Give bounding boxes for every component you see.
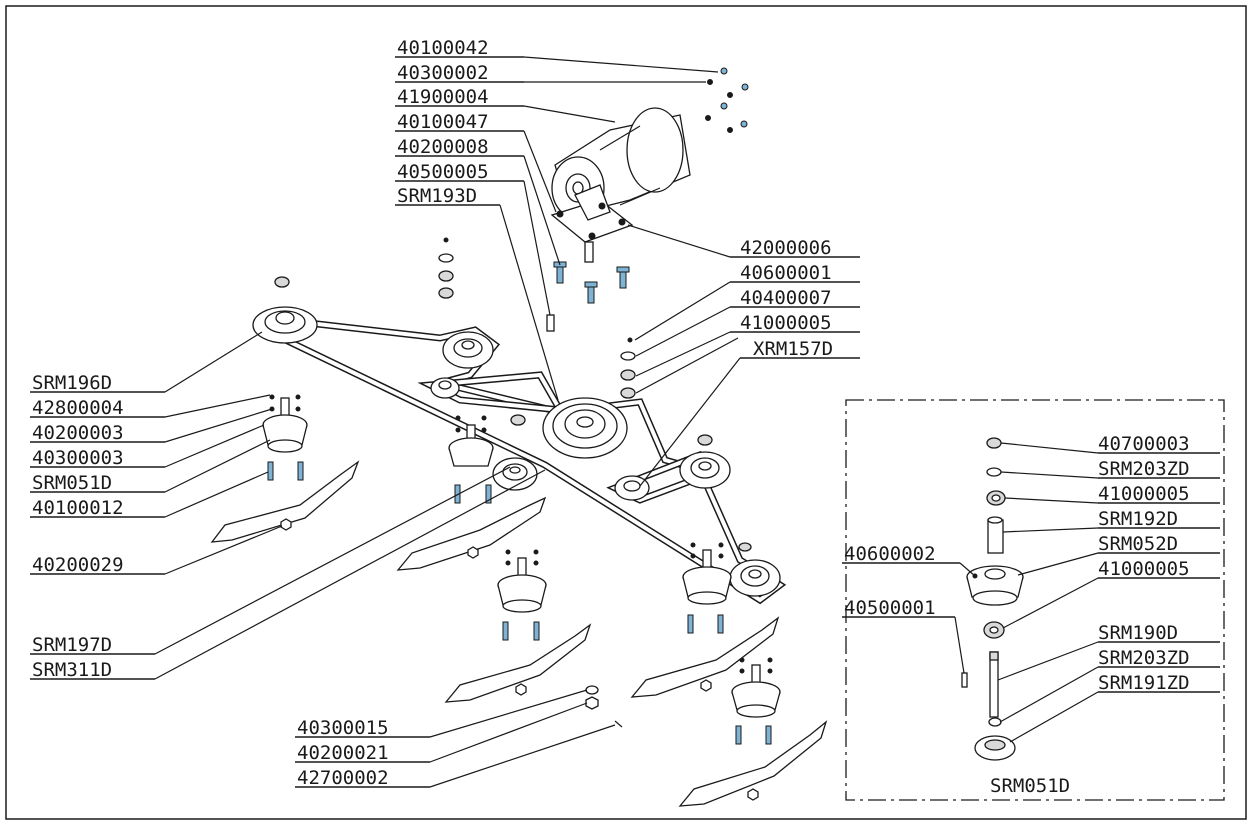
part-label: 40300002 xyxy=(397,62,489,84)
small-hardware-top xyxy=(705,67,749,133)
part-label: 40300003 xyxy=(32,447,124,469)
blades xyxy=(210,460,828,807)
part-label: 42700002 xyxy=(297,767,389,789)
pulley-right-idler xyxy=(614,475,650,501)
spindle-lowest xyxy=(731,657,781,745)
pulley-left xyxy=(252,276,318,344)
motor-mount-plate xyxy=(550,184,634,263)
part-label: 41900004 xyxy=(397,86,489,108)
spindle-bottom-right xyxy=(682,542,732,634)
part-label: XRM157D xyxy=(753,338,833,360)
part-label: SRM193D xyxy=(397,185,477,207)
part-label: SRM203ZD xyxy=(1098,647,1190,669)
pulley-center-small xyxy=(492,457,538,491)
spindle-bottom-center xyxy=(497,549,547,641)
part-label: SRM197D xyxy=(32,634,112,656)
part-label: 40600001 xyxy=(740,262,832,284)
detail-parts xyxy=(961,437,1024,761)
pulley-right-top xyxy=(679,434,731,489)
part-label: 40200029 xyxy=(32,554,124,576)
detail-caption: SRM051D xyxy=(990,775,1070,797)
pulley-idler-top xyxy=(442,331,494,369)
spindle-center xyxy=(448,415,494,504)
part-label: 40500001 xyxy=(844,597,936,619)
part-label: 40200008 xyxy=(397,136,489,158)
part-label: 40400007 xyxy=(740,287,832,309)
key xyxy=(546,314,555,332)
part-label: 40500005 xyxy=(397,161,489,183)
pulley-idler-small xyxy=(430,377,460,399)
motor xyxy=(551,107,691,220)
part-label: 40700003 xyxy=(1098,433,1190,455)
part-label: 42800004 xyxy=(32,397,124,419)
part-label: SRM191ZD xyxy=(1098,672,1190,694)
part-label: SRM196D xyxy=(32,372,112,394)
spindle-left xyxy=(262,394,308,481)
part-label: SRM051D xyxy=(32,472,112,494)
part-label: 40200003 xyxy=(32,422,124,444)
part-label: SRM192D xyxy=(1098,508,1178,530)
part-labels: 40100042 40300002 41900004 40100047 4020… xyxy=(32,37,1190,797)
part-label: SRM052D xyxy=(1098,533,1178,555)
part-label: SRM203ZD xyxy=(1098,458,1190,480)
part-label: 40300015 xyxy=(297,717,389,739)
part-label: SRM190D xyxy=(1098,622,1178,644)
part-label: 41000005 xyxy=(740,312,832,334)
page-border xyxy=(5,5,1247,820)
part-label: 41000005 xyxy=(1098,558,1190,580)
part-label: SRM311D xyxy=(32,659,112,681)
part-label: 40600002 xyxy=(844,543,936,565)
leader-lines xyxy=(30,56,1220,788)
pulley-right-bottom xyxy=(729,542,781,597)
pulley-center-large xyxy=(510,397,628,459)
loose-hardware-bottom xyxy=(585,685,623,728)
motor-bolts xyxy=(546,261,630,332)
part-label: 41000005 xyxy=(1098,483,1190,505)
washer-stack-left xyxy=(438,237,454,299)
part-label: 40200021 xyxy=(297,742,389,764)
part-label: 42000006 xyxy=(740,237,832,259)
part-label: 40100047 xyxy=(397,111,489,133)
part-label: 40100012 xyxy=(32,497,124,519)
detail-inset-frame xyxy=(845,399,1225,801)
part-label: 40100042 xyxy=(397,37,489,59)
washer-stack-right xyxy=(620,337,636,399)
